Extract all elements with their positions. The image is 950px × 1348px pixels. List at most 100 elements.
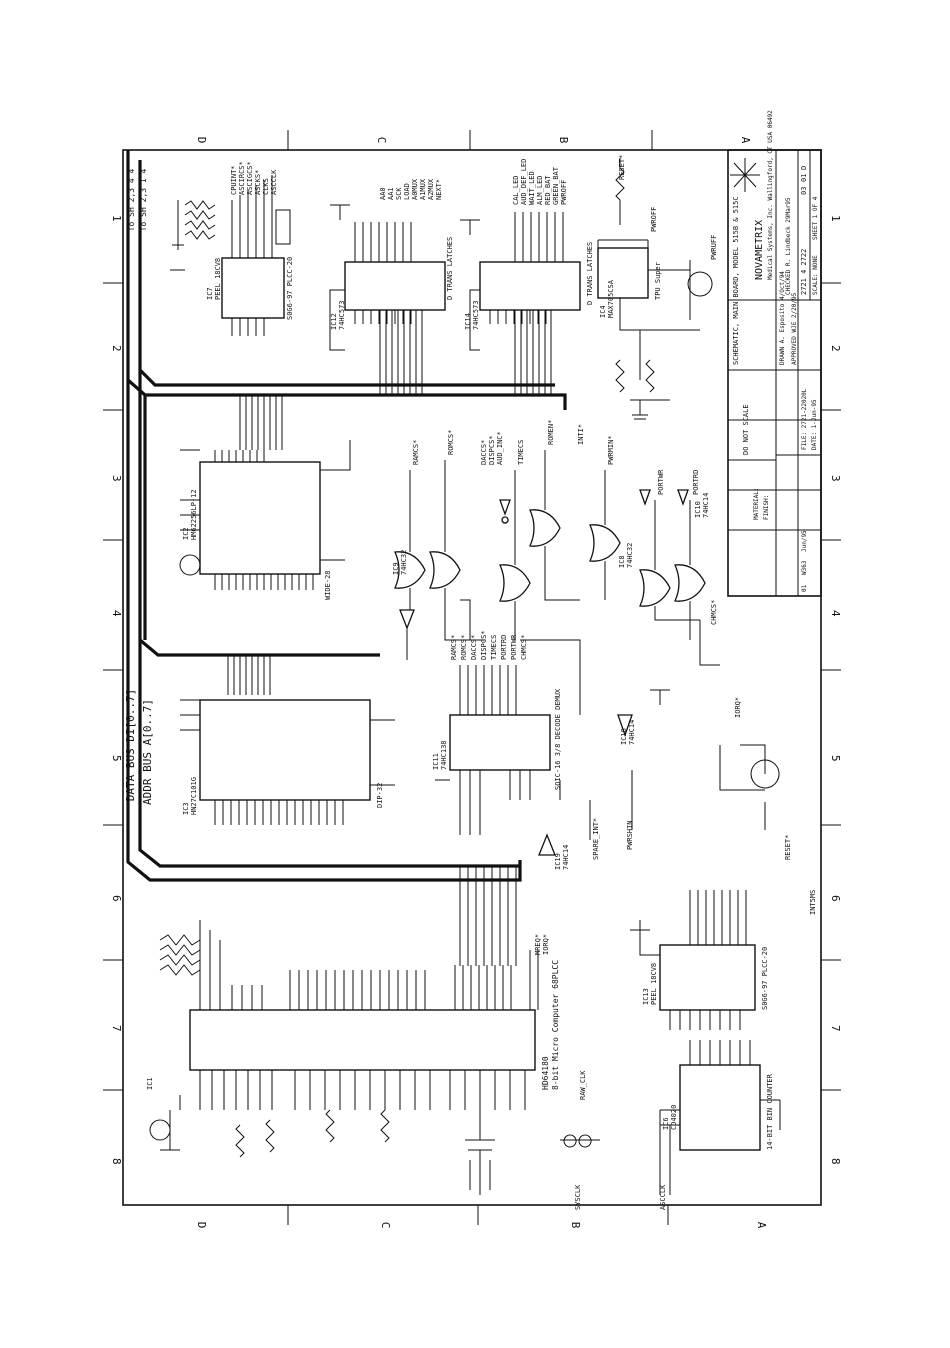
- zone-letter-bottom-a: A: [755, 1222, 768, 1229]
- zone-num-right-3: 3: [829, 475, 842, 482]
- ic7-pkg: S0G6-97 PLCC-20: [286, 257, 294, 320]
- net-next: NEXT*: [435, 179, 443, 200]
- net-reset-r118: IORQ*: [734, 697, 742, 718]
- net-a2mux: A2MUX: [427, 178, 435, 200]
- ic7-peel: IC7 PEEL 18CV8 S0G6-97 PLCC-20: [206, 175, 294, 336]
- ic11-part: 74HC138: [440, 740, 448, 770]
- ic1-peripherals: [149, 1109, 600, 1195]
- ic14-output-labels: CAL_LED AUD_DEF_LED WAIT_LED ALM_LED RED…: [512, 159, 568, 205]
- net-ascclk: ASCCLK: [270, 169, 278, 195]
- bus-taps: [227, 305, 552, 966]
- tb-drawn: DRAWN A. Esposito 4/Oct/94: [779, 271, 786, 365]
- net-cal-led: CAL_LED: [512, 175, 520, 205]
- net-ascks: ASCKS*: [254, 170, 262, 195]
- ic14-ref: IC14: [464, 313, 472, 330]
- addr-bus-label: ADDR BUS A[0..7]: [141, 699, 154, 805]
- net-reset-q14: RESET*: [784, 835, 792, 860]
- ic13-pkg: S0G6-97 PLCC-20: [761, 947, 769, 1010]
- net-romcs: ROMCS*: [460, 635, 468, 660]
- gate-net-romen: ROMEN*: [547, 420, 555, 445]
- tb-material: MATERIAL:: [753, 487, 760, 520]
- tb-checked: CHECKED R. Lindbeck 29Mar95: [785, 197, 792, 295]
- zone-letter-top-a: A: [739, 137, 752, 144]
- tb-finish: FINISH:: [763, 495, 770, 520]
- ic14-latch: IC14 74HC573 D TRANS LATCHES: [464, 212, 594, 351]
- inv-ic10a: [499, 499, 511, 524]
- net-ascircs: ASCIRCS*: [238, 161, 246, 195]
- zone-num-left-8: 8: [110, 1158, 123, 1165]
- zone-num-left-1: 1: [110, 215, 123, 222]
- net-pwroff: PWROFF: [560, 180, 568, 205]
- zone-num-right-2: 2: [829, 345, 842, 352]
- misc-net-labels: SPARE_INT* PWRSHIN RESET* IORQ*: [592, 697, 792, 860]
- net-aud-def-led: AUD_DEF_LED: [520, 159, 528, 205]
- gate-ic18-ref: IC18: [620, 728, 628, 745]
- ic11-pkg: SOIC-16 3/8 DECODE DEMUX: [554, 688, 562, 790]
- tb-code: 03: [800, 187, 808, 195]
- ic4-part: MAX705CSA: [607, 279, 615, 318]
- tb-approved: APPROVED WJE 2/20/95: [791, 292, 798, 365]
- border-frame: [122, 149, 822, 1206]
- gate-net-portrd: PORTRD: [692, 470, 700, 495]
- net-green-bat: GREEN_BAT: [552, 166, 560, 205]
- gate-ic9-part: 74HC32: [400, 550, 408, 575]
- zone-num-right-5: 5: [829, 755, 842, 762]
- tb-sheet: SHEET 1 OF 4: [812, 196, 819, 240]
- inv-ic10d: [399, 609, 415, 630]
- ic11-decoder: IC11 74HC138 SOIC-16 3/8 DECODE DEMUX: [432, 665, 562, 835]
- or-gate-ic8c: [674, 564, 706, 602]
- net-sysclk: SYSCLK: [574, 1184, 582, 1210]
- zone-num-right-4: 4: [829, 610, 842, 617]
- ic13-peel: IC13 PEEL 18CV8 S0G6-97 PLCC-20: [639, 890, 769, 1030]
- gate-ic9-ref: IC9: [392, 562, 400, 575]
- ic11-ref: IC11: [432, 753, 440, 770]
- ic2-sram: IC2 HM62256LP-12 WIDE-28: [179, 440, 351, 600]
- net-red-bat: RED_BAT: [544, 175, 552, 205]
- or-gate-ic9b: [429, 551, 461, 589]
- ic7-part: PEEL 18CV8: [214, 258, 222, 300]
- inv-ic19: [538, 833, 556, 856]
- ic4-pkg: TPU Super: [654, 262, 662, 300]
- gate-net-romcs: ROMCS*: [447, 430, 455, 455]
- ic1-cpu: HD64180 8-bit Micro Computer 68PLCC IC1: [146, 920, 560, 1110]
- data-bus: [126, 150, 567, 882]
- net-alm-led: ALM_LED: [536, 175, 544, 205]
- net-aa0: AA0: [379, 187, 387, 200]
- ic2-part: HM62256LP-12: [190, 489, 198, 540]
- net-dispcs: DISPCS*: [480, 630, 488, 660]
- ic12-latch: IC12 74HC573 D TRANS LATCHES: [329, 222, 454, 351]
- gate-ic10-ref: IC10: [694, 501, 702, 518]
- to-sheet-label-a: To SH 2,3 4 4: [127, 169, 136, 232]
- ic13-ref: IC13: [642, 988, 650, 1005]
- ic12-pkg: D TRANS LATCHES: [446, 237, 454, 300]
- net-reset-top: RESET*: [618, 155, 626, 180]
- ic3-part: HN27C101G: [190, 777, 198, 815]
- net-a0mux: A0MUX: [411, 178, 419, 200]
- net-spare-int: SPARE_INT*: [592, 818, 600, 860]
- tb-file: FILE: 2721-22020L: [801, 388, 808, 450]
- gate-ic19-ref: IC19: [554, 853, 562, 870]
- net-cpuint: CPUINT*: [230, 165, 238, 195]
- net-daccs: DACCS*: [470, 635, 478, 660]
- ic2-pkg: WIDE-28: [324, 570, 332, 600]
- zone-letter-bottom-c: C: [379, 1222, 392, 1229]
- ic7-pullups: [172, 200, 291, 250]
- zone-num-right-7: 7: [829, 1025, 842, 1032]
- decoder-net-labels: RAMCS* ROMCS* DACCS* DISPCS* TIMECS PORT…: [450, 630, 528, 660]
- zone-num-left-6: 6: [110, 895, 123, 902]
- net-clks: CLKS: [262, 178, 270, 195]
- ic7-ref: IC7: [206, 287, 214, 300]
- ic12-output-labels: AA0 AA1 SCK LOAD A0MUX A1MUX A2MUX NEXT*: [379, 178, 443, 200]
- zone-num-right-1: 1: [829, 215, 842, 222]
- gate-net-daccs: DACCS*: [480, 440, 488, 465]
- zone-num-right-8: 8: [829, 1158, 842, 1165]
- zone-num-left-2: 2: [110, 345, 123, 352]
- or-gate-ic8a: [589, 524, 621, 562]
- zone-letter-top-c: C: [375, 137, 388, 144]
- ic1-pkg: 8-bit Micro Computer 68PLCC: [551, 960, 560, 1090]
- net-portrd: PORTRD: [500, 635, 508, 660]
- zone-letter-bottom-d: D: [195, 1222, 208, 1229]
- net-pwruff: PWRUFF: [710, 235, 718, 260]
- ic14-part: 74HC573: [472, 300, 480, 330]
